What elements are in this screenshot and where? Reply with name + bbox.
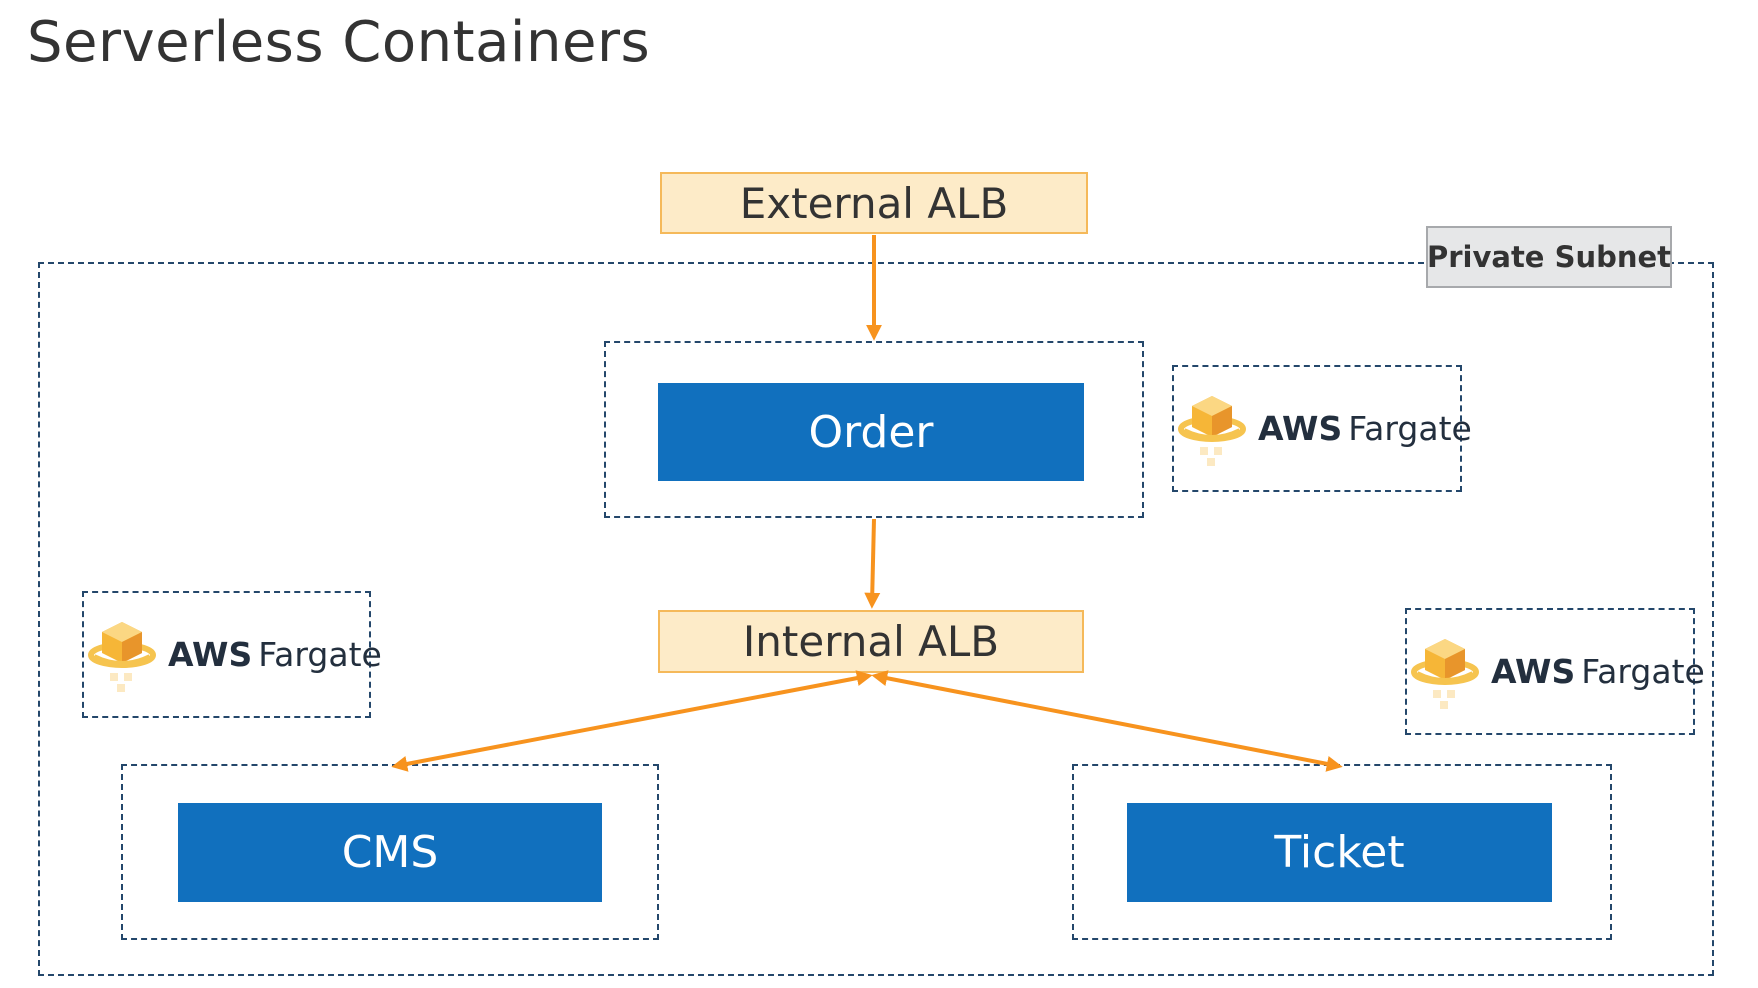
private-subnet-label: Private Subnet (1426, 226, 1672, 288)
ticket-service: Ticket (1127, 803, 1552, 902)
order-service-group (604, 341, 1144, 518)
fargate-product-label: Fargate (258, 635, 382, 674)
fargate-product-label: Fargate (1581, 652, 1705, 691)
fargate-badge-order: AWS Fargate (1172, 365, 1472, 492)
fargate-badge-ticket: AWS Fargate (1405, 608, 1705, 735)
external-alb: External ALB (660, 172, 1088, 234)
fargate-aws-label: AWS (1258, 409, 1343, 448)
arrow-internal-alb-to-ticket (871, 670, 1343, 772)
aws-fargate-icon (1178, 396, 1246, 466)
fargate-aws-label: AWS (1491, 652, 1576, 691)
arrow-order-to-internal-alb (864, 518, 881, 609)
fargate-badge-cms: AWS Fargate (82, 591, 382, 718)
aws-fargate-icon (1411, 639, 1479, 709)
order-service: Order (658, 383, 1084, 481)
fargate-aws-label: AWS (168, 635, 253, 674)
arrow-internal-alb-to-cms (391, 670, 873, 772)
internal-alb: Internal ALB (658, 610, 1084, 673)
fargate-product-label: Fargate (1348, 409, 1472, 448)
cms-service: CMS (178, 803, 602, 902)
aws-fargate-icon (88, 622, 156, 692)
cms-service-group (121, 764, 659, 940)
page-title: Serverless Containers (27, 10, 651, 75)
